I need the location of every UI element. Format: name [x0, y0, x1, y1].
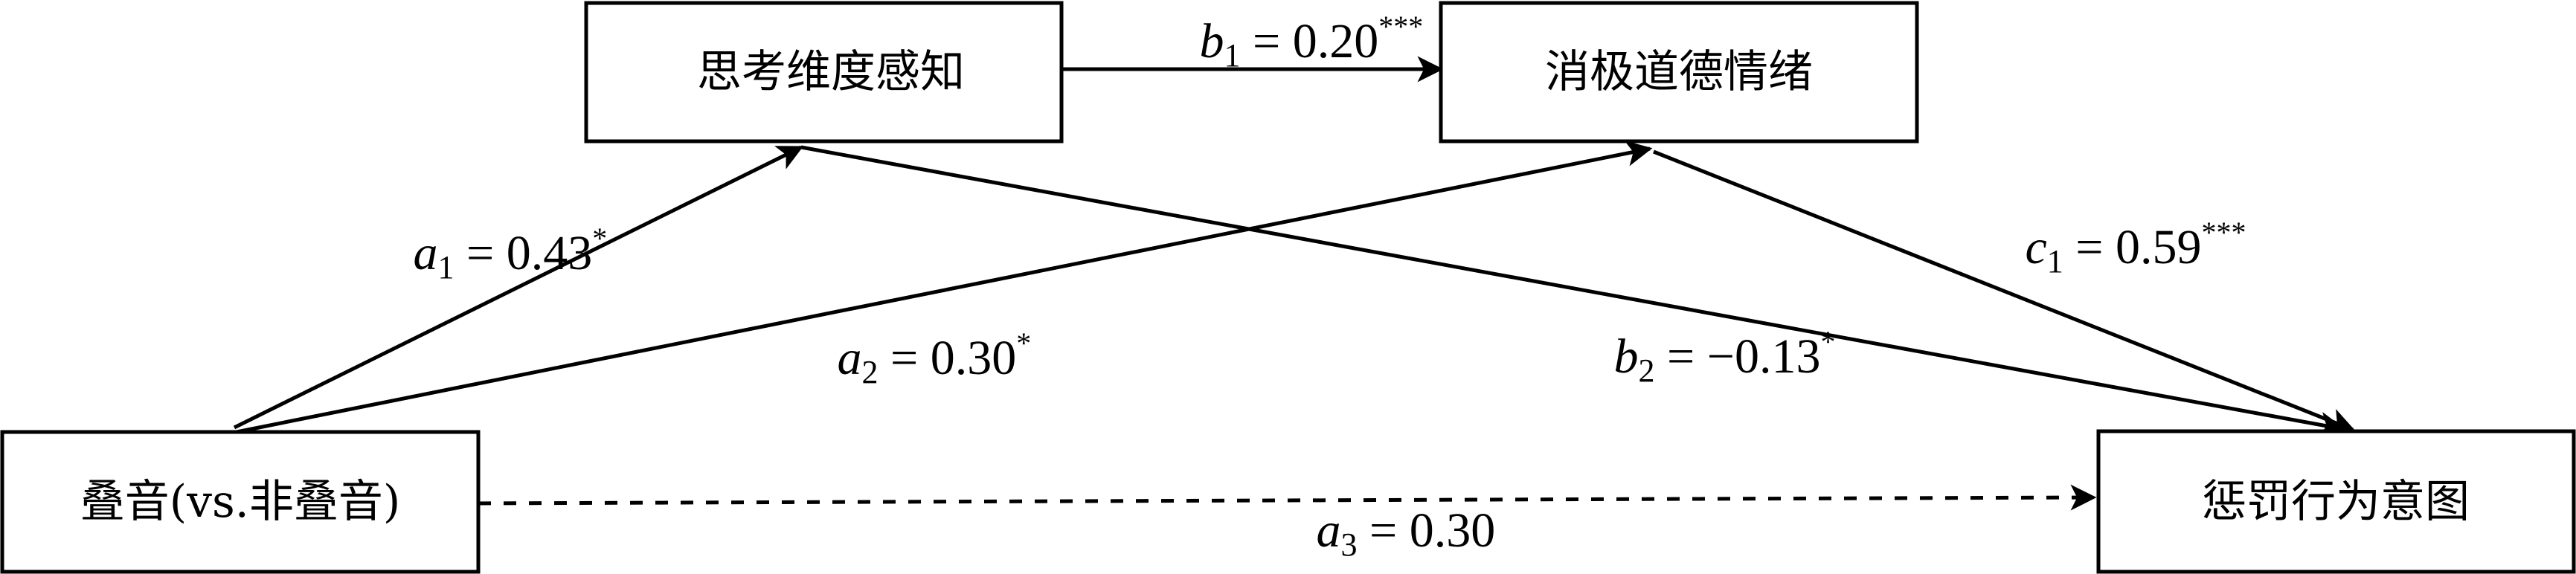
- coef-a2-eq: =: [879, 331, 931, 385]
- coef-c1-sub: 1: [2047, 243, 2063, 280]
- coef-c1-value: 0.59: [2116, 220, 2202, 274]
- coef-a1-eq: =: [455, 226, 507, 280]
- node-y-label: 惩罚行为意图: [2202, 476, 2470, 528]
- coef-a1-sub: 1: [438, 249, 455, 286]
- coef-b1-var: b: [1200, 14, 1224, 68]
- coef-c1-sig: ***: [2202, 216, 2246, 249]
- coef-label-b2: b2 = −0.13*: [1552, 309, 1872, 389]
- coef-a3-var: a: [1317, 503, 1341, 558]
- coef-b1-eq: =: [1241, 14, 1293, 68]
- node-x-predictor: 叠音(vs.非叠音): [0, 430, 481, 574]
- coef-a2-sig: *: [1016, 326, 1031, 360]
- coef-label-b1: b1 = 0.20***: [1138, 0, 1460, 74]
- path-a3-dashed-arrow: [478, 484, 2097, 511]
- coef-b2-var: b: [1614, 329, 1639, 384]
- coef-c1-eq: =: [2063, 220, 2116, 274]
- coef-a1-var: a: [414, 226, 438, 280]
- path-b2-arrow: [800, 145, 2346, 438]
- path-c1-arrow: [1653, 149, 2356, 433]
- node-m2-mediator: 消极道德情绪: [1439, 1, 1919, 144]
- path-a2-arrow: [221, 141, 1653, 437]
- coef-c1-var: c: [2026, 220, 2047, 274]
- coef-label-c1: c1 = 0.59***: [1964, 199, 2283, 280]
- coef-label-a1: a1 = 0.43*: [352, 205, 644, 286]
- node-y-outcome: 惩罚行为意图: [2096, 429, 2576, 574]
- path-a1-arrow: [233, 145, 804, 430]
- node-m2-box: [1439, 1, 1919, 144]
- coef-b2-sig: *: [1820, 325, 1835, 358]
- coef-label-a3: a3 = 0.30: [1255, 503, 1532, 563]
- node-m1-box: [584, 1, 1064, 144]
- coef-label-a2: a2 = 0.30*: [776, 310, 1068, 390]
- coef-b2-eq: =: [1655, 329, 1707, 384]
- node-m1-label: 思考维度感知: [697, 46, 965, 98]
- node-x-label: 叠音(vs.非叠音): [80, 476, 401, 528]
- node-m1-mediator: 思考维度感知: [584, 1, 1064, 144]
- node-y-box: [2096, 429, 2576, 574]
- coef-a3-eq: =: [1358, 503, 1410, 558]
- coef-a2-var: a: [838, 331, 862, 385]
- coef-b1-sub: 1: [1224, 37, 1241, 74]
- coef-b1-value: 0.20: [1293, 14, 1379, 68]
- coef-b2-value: −0.13: [1707, 329, 1821, 384]
- coef-a2-value: 0.30: [931, 331, 1017, 385]
- coef-a1-sig: *: [592, 222, 607, 255]
- coef-b1-sig: ***: [1378, 10, 1423, 43]
- node-x-box: [0, 430, 481, 574]
- coef-b2-sub: 2: [1639, 352, 1655, 389]
- coef-a2-sub: 2: [862, 354, 879, 390]
- node-m2-label: 消极道德情绪: [1545, 46, 1813, 98]
- coef-a1-value: 0.43: [507, 226, 593, 280]
- coef-a3-value: 0.30: [1410, 503, 1496, 558]
- coef-a3-sub: 3: [1341, 526, 1358, 563]
